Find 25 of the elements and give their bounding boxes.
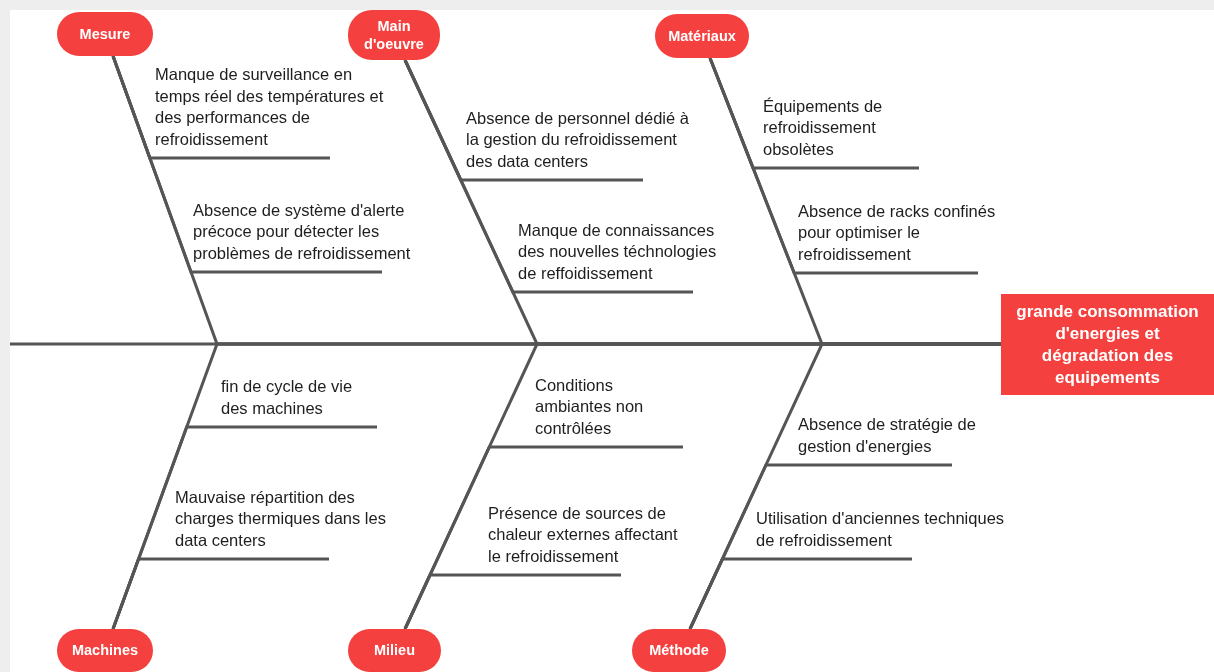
fishbone-line bbox=[111, 55, 382, 274]
cause-text: Mauvaise répartition des charges thermiques dans les data centers bbox=[175, 486, 390, 551]
category-label: Matériaux bbox=[655, 14, 749, 58]
cause-text: Présence de sources de chaleur externes affectant le refroidissement bbox=[488, 502, 693, 567]
cause-text: Manque de connaissances des nouvelles téchnologies de reffoidissement bbox=[518, 219, 718, 284]
cause-text: Absence de stratégie de gestion d'energies bbox=[798, 414, 1003, 457]
effect-box: grande consommation d'energies et dégradation des equipements bbox=[1001, 294, 1214, 395]
cause-text: Manque de surveillance en temps réel des températures et des performances de refroidissement bbox=[155, 64, 395, 150]
fishbone-line bbox=[111, 557, 329, 630]
fishbone-line bbox=[403, 59, 693, 294]
category-label: Méthode bbox=[632, 629, 726, 672]
cause-text: Utilisation d'anciennes techniques de refroidissement bbox=[756, 508, 1016, 551]
fishbone-line bbox=[688, 557, 912, 630]
category-label: Machines bbox=[57, 629, 153, 672]
cause-text: Absence de système d'alerte précoce pour détecter les problèmes de refroidissement bbox=[193, 199, 448, 264]
category-label: Mesure bbox=[57, 12, 153, 56]
cause-text: Conditions ambiantes non contrôlées bbox=[535, 374, 670, 439]
cause-text: Absence de personnel dédié à la gestion du refroidissement des data centers bbox=[466, 107, 706, 172]
cause-text: Équipements de refroidissement obsolètes bbox=[763, 95, 913, 160]
fishbone-line bbox=[708, 57, 978, 275]
cause-text: Absence de racks confinés pour optimiser le refroidissement bbox=[798, 200, 1028, 265]
category-label: Main d'oeuvre bbox=[348, 10, 440, 60]
cause-text: fin de cycle de vie des machines bbox=[221, 376, 381, 419]
fishbone-line bbox=[403, 573, 621, 630]
category-label: Milieu bbox=[348, 629, 441, 672]
